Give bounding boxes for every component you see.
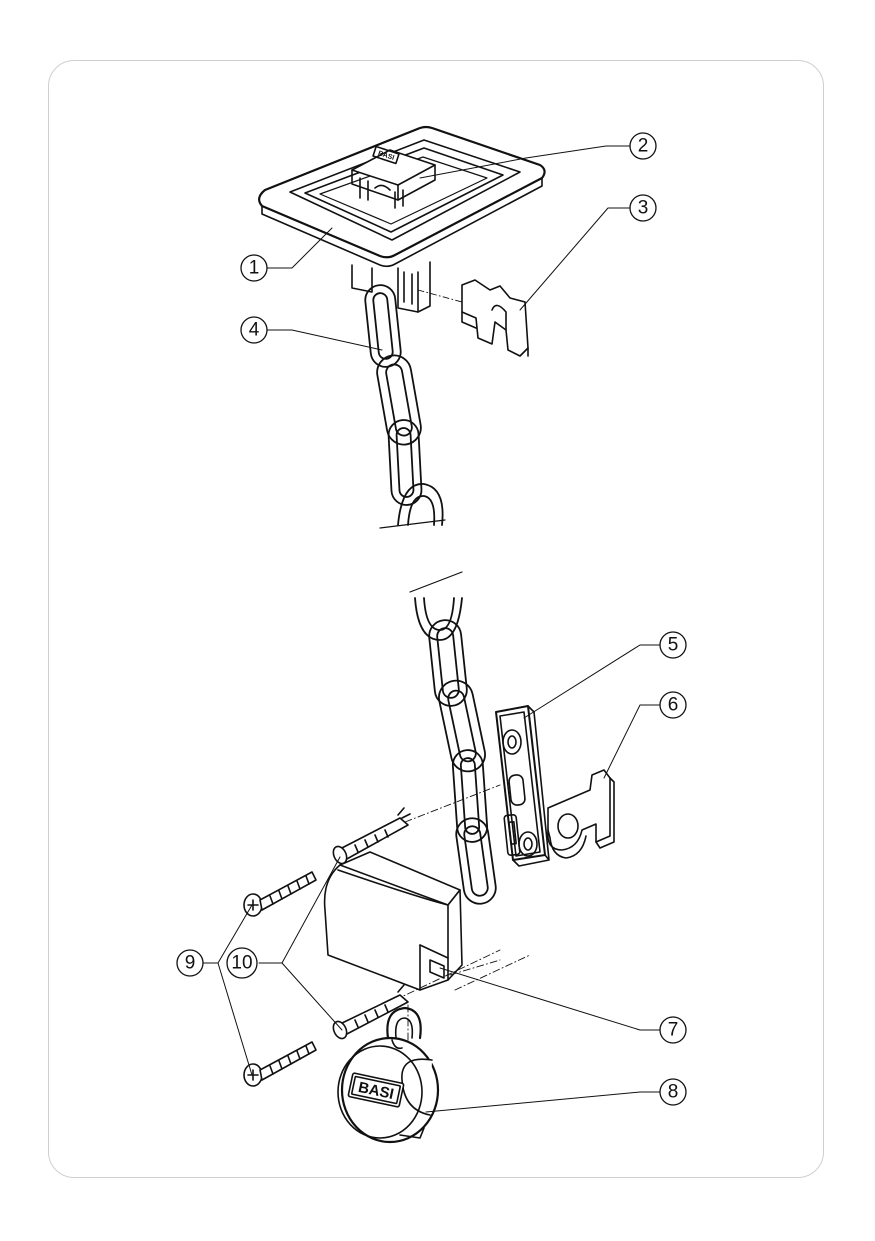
top-chain bbox=[364, 284, 446, 529]
callout-4: 4 bbox=[249, 320, 260, 341]
lower-chain bbox=[409, 571, 497, 905]
locking-clip bbox=[461, 279, 529, 357]
plate-posts bbox=[351, 261, 431, 313]
callout-6: 6 bbox=[668, 695, 679, 716]
callout-10: 10 bbox=[231, 953, 252, 974]
bracket-clip bbox=[546, 769, 615, 859]
callout-2: 2 bbox=[638, 136, 649, 157]
plate-logo: BASI bbox=[377, 150, 395, 162]
padlock-shroud bbox=[323, 851, 463, 991]
wall-plug-upper bbox=[332, 807, 411, 865]
construction-lines bbox=[349, 784, 531, 1041]
callout-1: 1 bbox=[249, 258, 260, 279]
callout-7: 7 bbox=[668, 1020, 679, 1041]
callout-8: 8 bbox=[668, 1082, 679, 1103]
leader-lines bbox=[202, 145, 661, 1113]
padlock bbox=[337, 1006, 440, 1144]
callout-5: 5 bbox=[668, 635, 679, 656]
callout-circles bbox=[176, 132, 687, 1106]
callout-9: 9 bbox=[185, 953, 196, 974]
ceiling-plate bbox=[258, 125, 546, 268]
screw-upper bbox=[243, 871, 317, 917]
diagram-frame bbox=[48, 60, 824, 1178]
callout-3: 3 bbox=[638, 198, 649, 219]
screw-lower bbox=[243, 1041, 317, 1087]
wall-plug-lower bbox=[332, 984, 409, 1040]
latch-block bbox=[351, 145, 436, 209]
wall-bracket bbox=[495, 705, 550, 867]
